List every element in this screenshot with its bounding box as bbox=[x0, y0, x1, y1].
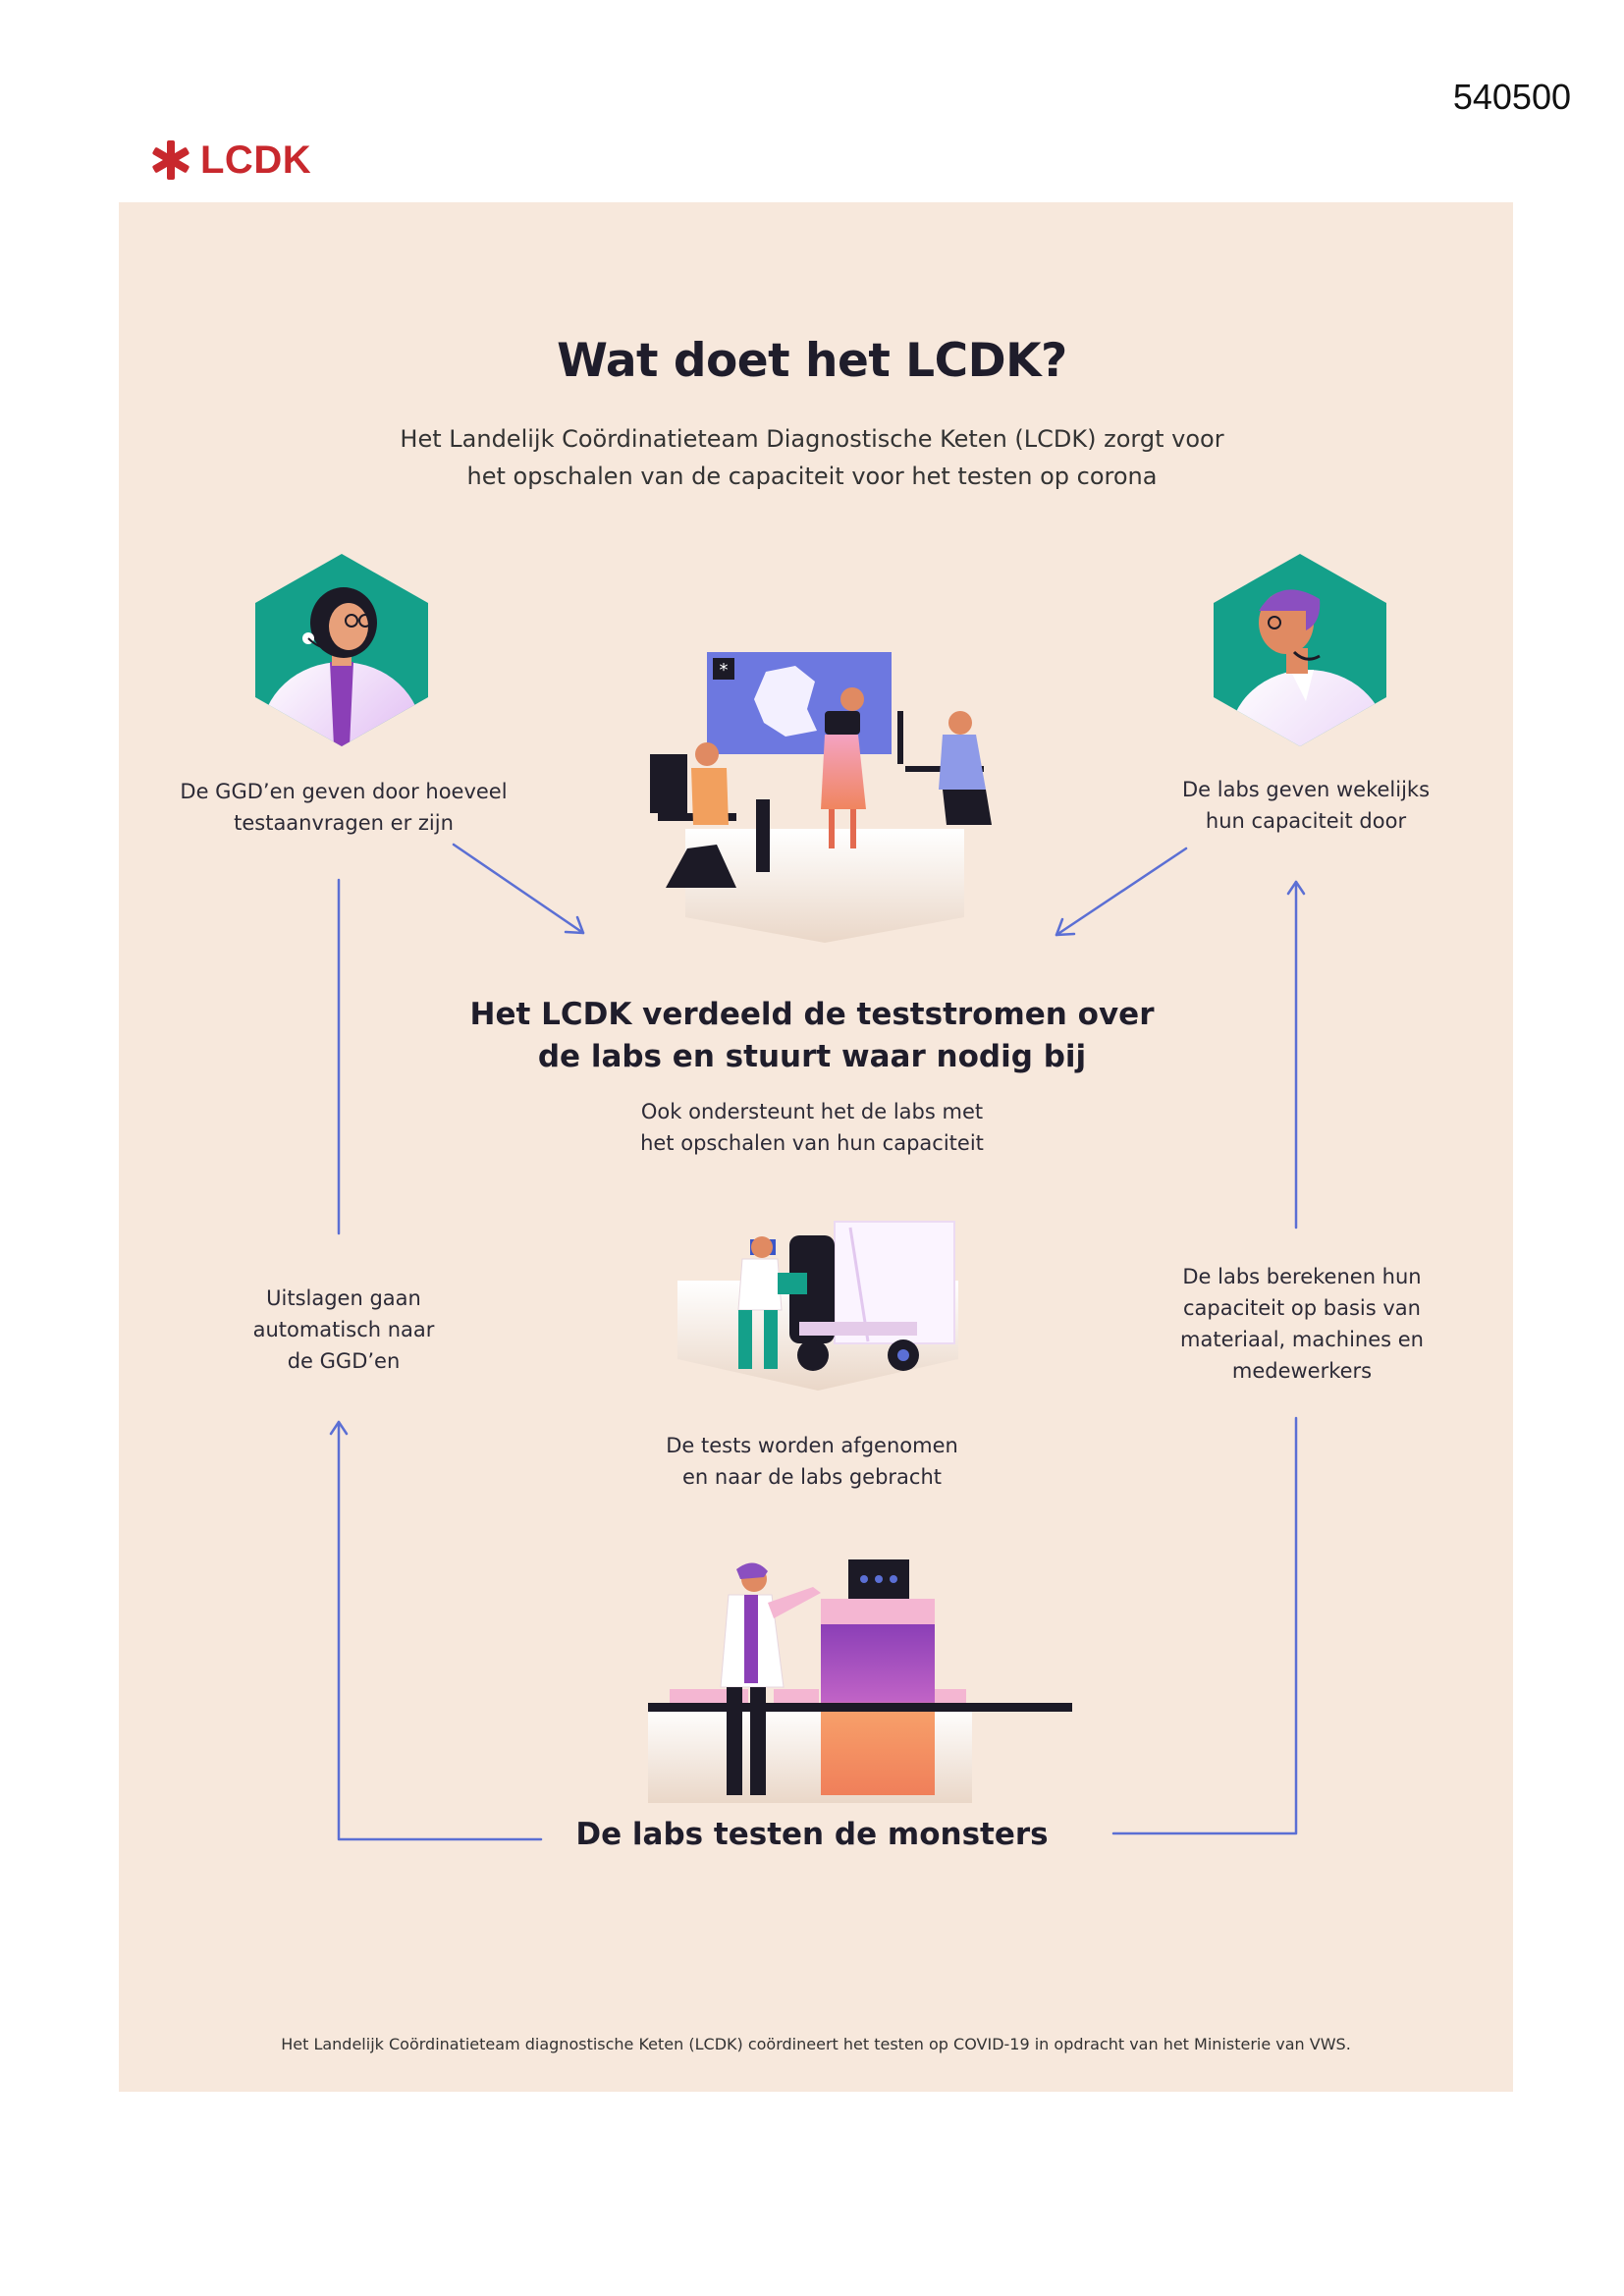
brand-name: LCDK bbox=[200, 137, 312, 182]
central-heading: Het LCDK verdeeld de teststromen over de… bbox=[412, 994, 1212, 1078]
label-line: de GGD’en bbox=[287, 1349, 401, 1373]
lab-testing-illustration-icon bbox=[648, 1559, 1072, 1803]
central-subtext: Ook ondersteunt het de labs met het opsc… bbox=[550, 1096, 1074, 1159]
heading-line: de labs en stuurt waar nodig bij bbox=[537, 1039, 1087, 1074]
subtitle-line: Het Landelijk Coördinatieteam Diagnostis… bbox=[400, 425, 1224, 453]
label-line: materiaal, machines en bbox=[1180, 1328, 1424, 1351]
ggd-requests-label: De GGD’en geven door hoeveel testaanvrag… bbox=[157, 776, 530, 839]
label-line: De tests worden afgenomen bbox=[666, 1434, 958, 1457]
ggd-operator-illustration-icon bbox=[255, 554, 428, 746]
label-line: De GGD’en geven door hoeveel bbox=[180, 780, 508, 803]
labs-weekly-capacity-label: De labs geven wekelijks hun capaciteit d… bbox=[1129, 774, 1483, 837]
svg-text:*: * bbox=[720, 660, 729, 681]
label-line: capaciteit op basis van bbox=[1183, 1296, 1421, 1320]
lcdk-office-illustration-icon: * bbox=[650, 652, 992, 943]
asterisk-logo-icon bbox=[152, 140, 189, 180]
arrow-left-up bbox=[329, 1420, 543, 1841]
page-title: Wat doet het LCDK? bbox=[557, 334, 1067, 388]
label-line: automatisch naar bbox=[252, 1318, 435, 1341]
labs-calculate-capacity-label: De labs berekenen hun capaciteit op basi… bbox=[1155, 1261, 1449, 1387]
results-to-ggd-label: Uitslagen gaan automatisch naar de GGD’e… bbox=[216, 1283, 471, 1377]
lab-worker-illustration-icon bbox=[1214, 554, 1386, 746]
transport-truck-illustration-icon bbox=[677, 1221, 958, 1391]
label-line: De labs berekenen hun bbox=[1182, 1265, 1422, 1288]
arrow-ggd-to-lcdk bbox=[452, 843, 585, 935]
brand-logo: LCDK bbox=[149, 136, 311, 185]
footnote: Het Landelijk Coördinatieteam diagnostis… bbox=[281, 2035, 1351, 2053]
bottom-heading: De labs testen de monsters bbox=[575, 1817, 1049, 1852]
page-subtitle: Het Landelijk Coördinatieteam Diagnostis… bbox=[324, 420, 1300, 495]
label-line: Uitslagen gaan bbox=[266, 1286, 421, 1310]
transport-label: De tests worden afgenomen en naar de lab… bbox=[609, 1430, 1015, 1493]
document-number: 540500 bbox=[1452, 77, 1571, 117]
label-line: en naar de labs gebracht bbox=[681, 1465, 942, 1489]
subtitle-line: het opschalen van de capaciteit voor het… bbox=[466, 463, 1158, 490]
arrow-right-up bbox=[1286, 880, 1306, 1230]
arrow-labs-to-lcdk bbox=[1055, 847, 1188, 937]
label-line: testaanvragen er zijn bbox=[234, 811, 454, 835]
line-right-bottom bbox=[1111, 1416, 1298, 1835]
label-line: het opschalen van hun capaciteit bbox=[640, 1131, 984, 1155]
heading-line: Het LCDK verdeeld de teststromen over bbox=[469, 997, 1155, 1032]
label-line: medewerkers bbox=[1231, 1359, 1373, 1383]
label-line: De labs geven wekelijks bbox=[1181, 778, 1431, 801]
label-line: hun capaciteit door bbox=[1205, 809, 1407, 833]
label-line: Ook ondersteunt het de labs met bbox=[640, 1100, 984, 1123]
